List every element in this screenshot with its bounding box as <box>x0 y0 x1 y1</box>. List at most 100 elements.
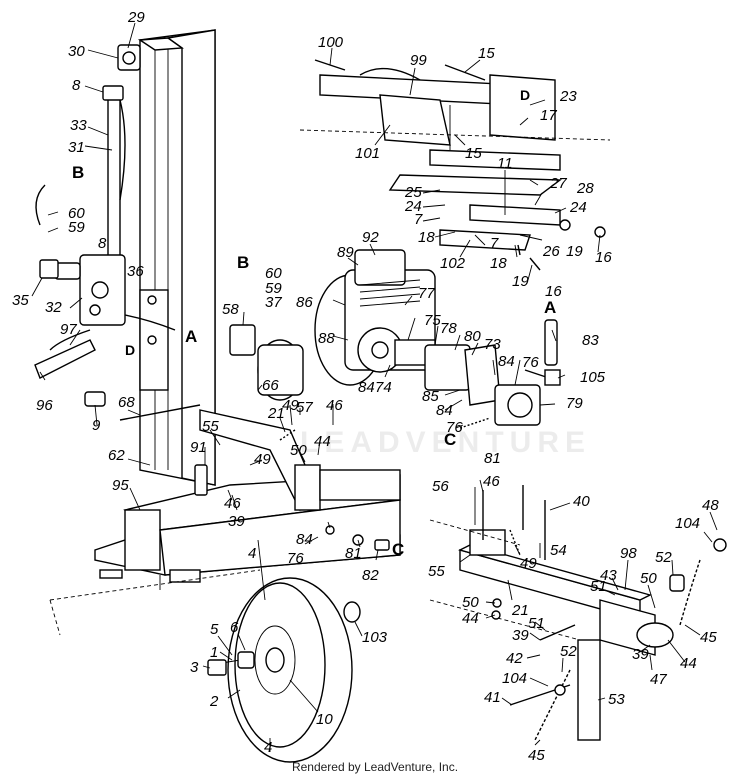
svg-text:D: D <box>125 342 135 358</box>
callout-letter-b-right: B <box>237 253 249 272</box>
callout-57: 57 <box>296 399 313 416</box>
oil-filter <box>229 324 304 401</box>
callout-29: 29 <box>127 9 145 26</box>
callout-16-right: 16 <box>595 249 612 266</box>
callout-35: 35 <box>12 292 29 309</box>
callout-39-lower: 39 <box>512 627 529 644</box>
callout-letter-a-right: A <box>544 298 556 317</box>
callout-76-shaft: 76 <box>446 419 463 436</box>
callout-24-right: 24 <box>569 199 587 216</box>
callout-50-right: 50 <box>462 594 479 611</box>
callout-47: 47 <box>650 671 667 688</box>
callout-48: 48 <box>702 497 719 514</box>
callout-75: 75 <box>424 312 441 329</box>
callout-83: 83 <box>582 332 599 349</box>
callout-8-valve: 8 <box>98 235 107 252</box>
callout-36: 36 <box>127 263 144 280</box>
callout-33: 33 <box>70 117 87 134</box>
callout-104-lower: 104 <box>502 670 527 687</box>
callout-51-right: 51 <box>590 578 607 595</box>
callout-9: 9 <box>92 417 101 434</box>
callout-46-center: 46 <box>326 397 343 414</box>
callout-15-top: 15 <box>478 45 495 62</box>
callout-84-base: 84 <box>296 531 313 548</box>
callout-16-mid: 16 <box>545 283 562 300</box>
valve-bracket: D <box>125 289 169 391</box>
base-tank <box>49 474 401 636</box>
hydraulic-cylinder <box>102 44 141 270</box>
callout-51-lower: 51 <box>528 615 545 632</box>
callout-letter-c-base: C <box>392 540 404 559</box>
callout-91: 91 <box>190 439 207 456</box>
callout-42: 42 <box>506 650 523 667</box>
callout-50-hitch: 50 <box>640 570 657 587</box>
safety-chains <box>534 538 727 741</box>
callout-82: 82 <box>362 567 379 584</box>
fitting-9 <box>84 391 106 407</box>
engine <box>314 249 501 406</box>
callout-105: 105 <box>580 369 606 386</box>
callout-96: 96 <box>36 397 53 414</box>
callout-49-left: 49 <box>254 451 271 468</box>
callout-50-center: 50 <box>290 442 307 459</box>
callout-17: 17 <box>540 107 557 124</box>
callout-95: 95 <box>112 477 129 494</box>
callout-37: 37 <box>265 294 282 311</box>
callout-97: 97 <box>60 321 77 338</box>
callout-79: 79 <box>566 395 583 412</box>
callout-letter-b: B <box>72 163 84 182</box>
callout-25: 25 <box>404 184 422 201</box>
callout-74: 74 <box>375 379 392 396</box>
callout-32: 32 <box>45 299 62 316</box>
wheel <box>207 577 361 763</box>
callout-45-right: 45 <box>700 629 717 646</box>
rod-68 <box>119 404 201 421</box>
callout-81-shaft: 81 <box>484 450 501 467</box>
callout-21-center: 21 <box>267 405 285 422</box>
callout-49-right: 49 <box>520 555 537 572</box>
callout-30: 30 <box>68 43 85 60</box>
tongue-arm <box>199 409 401 511</box>
callout-84-shaft: 84 <box>436 402 453 419</box>
callout-86: 86 <box>296 294 313 311</box>
callout-labels: 29 30 8 33 31 B 60 59 8 36 35 32 97 A 96… <box>12 9 719 764</box>
callout-24-left: 24 <box>404 198 422 215</box>
callout-85: 85 <box>422 388 439 405</box>
callout-31: 31 <box>68 139 85 156</box>
callout-15-mid: 15 <box>465 145 482 162</box>
callout-39-hitch: 39 <box>632 646 649 663</box>
callout-18-mid: 18 <box>490 255 507 272</box>
callout-78: 78 <box>440 320 457 337</box>
callout-55-right: 55 <box>428 563 445 580</box>
callout-40: 40 <box>573 493 590 510</box>
callout-52-right: 52 <box>655 549 672 566</box>
callout-73: 73 <box>484 336 501 353</box>
footer-credit: Rendered by LeadVenture, Inc. <box>291 760 459 774</box>
callout-46-right: 46 <box>483 473 500 490</box>
callout-4-top: 4 <box>248 545 256 562</box>
callout-92: 92 <box>362 229 379 246</box>
callout-89: 89 <box>337 244 354 261</box>
callout-2: 2 <box>209 693 219 710</box>
callout-59-right: 59 <box>265 280 282 297</box>
callout-26: 26 <box>542 243 560 260</box>
leader-lines <box>31 22 718 752</box>
callout-49-center: 49 <box>282 397 299 414</box>
svg-text:D: D <box>520 87 530 103</box>
callout-60-right: 60 <box>265 265 282 282</box>
callout-103: 103 <box>362 629 388 646</box>
callout-98: 98 <box>620 545 637 562</box>
callout-81-base: 81 <box>345 545 362 562</box>
callout-84-pump: 84 <box>498 353 515 370</box>
watermark: LEADVENTURE <box>300 426 591 459</box>
callout-99: 99 <box>410 52 427 69</box>
callout-76-base: 76 <box>287 550 304 567</box>
callout-76-pump: 76 <box>522 354 539 371</box>
control-valve <box>34 184 176 379</box>
callout-80: 80 <box>464 328 481 345</box>
callout-60: 60 <box>68 205 85 222</box>
callout-59: 59 <box>68 219 85 236</box>
callout-7-mid: 7 <box>490 235 499 252</box>
callout-45-lower: 45 <box>528 747 545 764</box>
